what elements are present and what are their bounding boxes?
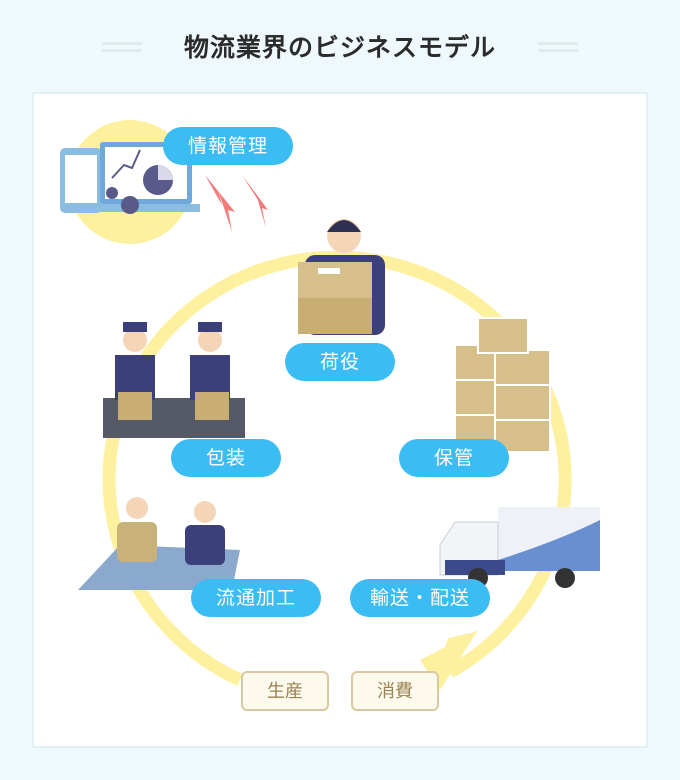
label-production: 生産 bbox=[241, 671, 329, 711]
cargo-worker-illustration bbox=[298, 219, 385, 335]
storage-boxes-illustration bbox=[454, 317, 551, 453]
page-title: 物流業界のビジネスモデル bbox=[183, 33, 496, 62]
label-info-management: 情報管理 bbox=[163, 127, 293, 165]
label-cargo-handling: 荷役 bbox=[285, 343, 395, 381]
label-packing: 包装 bbox=[171, 439, 281, 477]
label-consumption: 消費 bbox=[351, 671, 439, 711]
truck-illustration bbox=[439, 507, 600, 588]
title-decoration-left bbox=[102, 42, 142, 52]
label-distribution-processing: 流通加工 bbox=[191, 579, 321, 617]
packing-workers-illustration bbox=[103, 322, 245, 438]
title-decoration-right bbox=[538, 42, 578, 52]
label-transport: 輸送・配送 bbox=[350, 579, 490, 617]
processing-workers-illustration bbox=[78, 497, 240, 590]
label-storage: 保管 bbox=[399, 439, 509, 477]
